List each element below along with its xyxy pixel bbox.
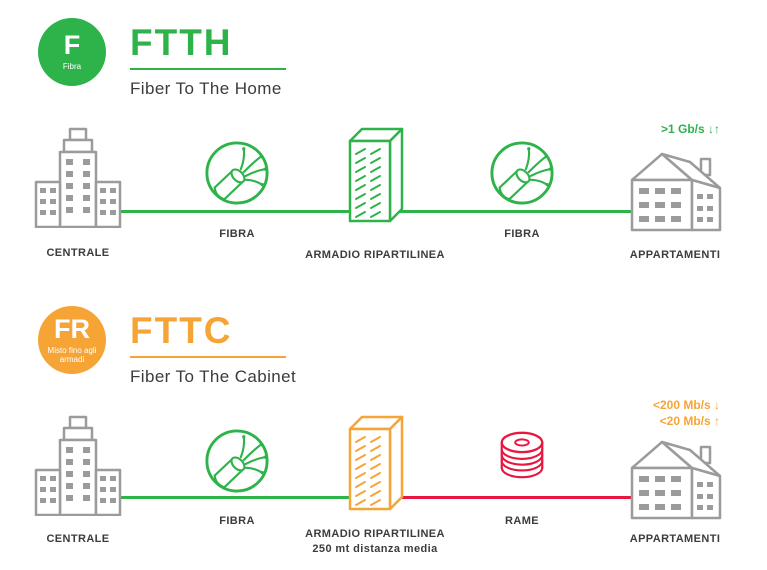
label-fibra-fttc: FIBRA [219,515,255,527]
fttc-node-fibra [204,428,270,494]
fttc-node-centrale [30,414,126,517]
central-office-icon [34,127,122,229]
ftth-header: FTTH Fiber To The Home [130,24,286,99]
fttc-node-armadio [344,415,408,513]
fttc-badge: FR Misto fino agli armadi [38,306,106,374]
ftth-title: FTTH [130,22,233,63]
fiber-cable-icon [205,141,269,205]
ftth-badge-caption: Fibra [62,62,82,72]
fttc-node-rame [491,428,553,484]
label-armadio-fttc-line2: 250 mt distanza media [312,542,438,555]
label-fibra-1-ftth: FIBRA [219,228,255,240]
fttc-subtitle: Fiber To The Cabinet [130,367,297,386]
label-armadio-ftth: ARMADIO RIPARTILINEA [305,249,445,261]
street-cabinet-icon [348,415,404,511]
label-centrale-ftth: CENTRALE [46,247,110,259]
label-rame-fttc: RAME [505,515,539,527]
ftth-subtitle: Fiber To The Home [130,79,282,98]
apartments-icon [630,152,722,232]
fttc-speed-down: <200 Mb/s ↓ [652,398,720,412]
ftth-node-fibra-2 [489,140,555,206]
copper-coil-icon [500,431,544,479]
label-appartamenti-fttc: APPARTAMENTI [629,533,721,545]
apartments-icon [630,440,722,520]
ftth-badge: F Fibra [38,18,106,86]
label-fibra-2-ftth: FIBRA [504,228,540,240]
ftth-node-appartamenti [628,146,724,232]
fttc-node-appartamenti [628,434,724,520]
ftth-node-centrale [30,126,126,229]
fttc-badge-caption: Misto fino agli armadi [47,345,97,364]
label-armadio-fttc: ARMADIO RIPARTILINEA 250 mt distanza med… [305,527,445,557]
fttc-title-rule [130,356,286,358]
central-office-icon [34,415,122,517]
fiber-cable-icon [490,141,554,205]
ftth-speed: >1 Gb/s ↓↑ [660,122,720,136]
fttc-header: FTTC Fiber To The Cabinet [130,312,296,387]
ftth-title-rule [130,68,286,70]
fttc-badge-letter: FR [54,313,90,344]
ftth-badge-letter: F [63,30,81,61]
label-centrale-fttc: CENTRALE [46,533,110,545]
ftth-node-armadio [344,127,408,225]
label-appartamenti-ftth: APPARTAMENTI [629,249,721,261]
label-armadio-fttc-line1: ARMADIO RIPARTILINEA [305,528,445,540]
ftth-node-fibra-1 [204,140,270,206]
street-cabinet-icon [348,127,404,223]
fttc-speed-up: <20 Mb/s ↑ [659,414,720,428]
fttc-copper-line [378,496,654,499]
fttc-fiber-line [88,496,378,499]
fttc-title: FTTC [130,310,233,351]
fiber-cable-icon [205,429,269,493]
